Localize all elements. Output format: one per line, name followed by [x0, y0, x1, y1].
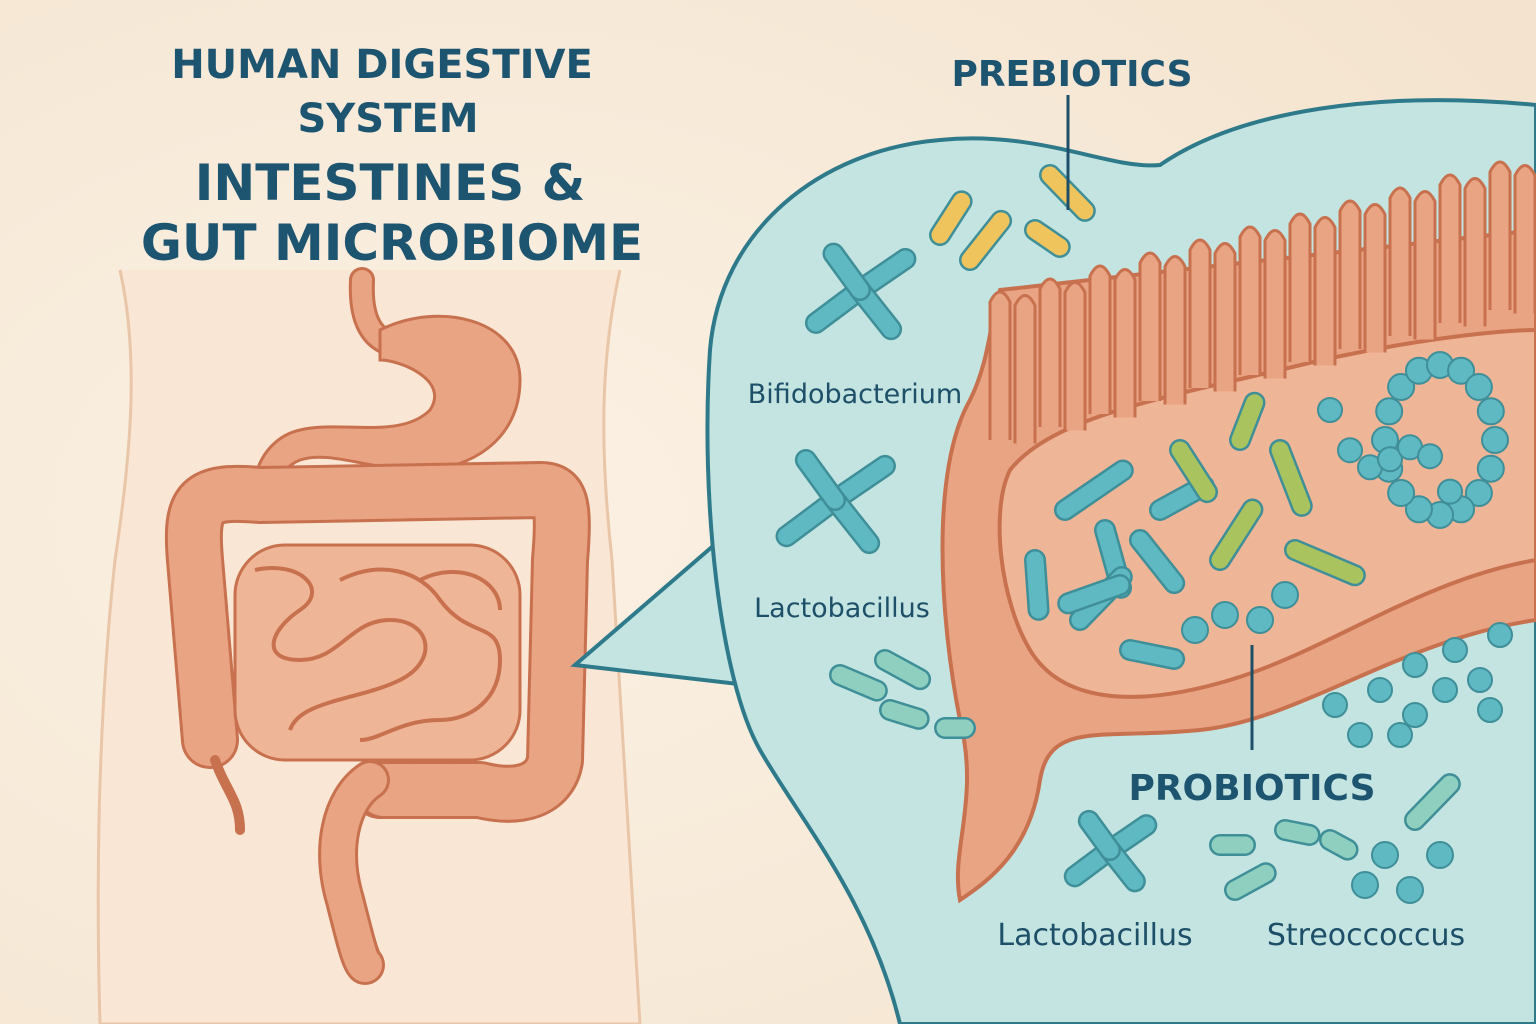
villus [1438, 173, 1462, 323]
coccus-bacterium [1442, 637, 1468, 663]
coccus-bacterium [1487, 622, 1513, 648]
coccus-bacterium [1337, 437, 1363, 464]
rod-bacterium [931, 192, 971, 244]
coccus-bacterium [1426, 841, 1454, 869]
villus [1163, 255, 1187, 405]
title-line-2: SYSTEM [298, 96, 479, 142]
villus [1063, 281, 1087, 431]
coccus-bacterium [1377, 446, 1403, 473]
rod-bacterium [1121, 641, 1183, 668]
villus [1188, 238, 1212, 388]
rod-bacterium [1231, 394, 1263, 449]
coccus-bacterium [1387, 479, 1416, 508]
coccus-bacterium [1181, 616, 1209, 644]
rod-bacterium [797, 451, 844, 509]
title-line-1: HUMAN DIGESTIVE [171, 42, 593, 88]
small-intestine-coils [254, 566, 503, 742]
streptococcus-label: Streoccoccus [1267, 918, 1465, 953]
coccus-bacterium [1477, 697, 1503, 723]
villus [988, 290, 1012, 440]
villus [1213, 242, 1237, 392]
coccus-bacterium [1371, 841, 1399, 869]
coccus-bacterium [1476, 454, 1505, 483]
rectum-fill [321, 763, 387, 982]
villi [988, 160, 1536, 444]
villus [1263, 229, 1287, 379]
bacteria-group [775, 164, 1513, 904]
coccus-bacterium [1402, 652, 1428, 678]
coccus-bacterium [1464, 372, 1493, 401]
rod-bacterium [831, 666, 886, 700]
rod-bacterium [1059, 576, 1129, 612]
villus [1463, 177, 1487, 327]
coccus-bacterium [1447, 356, 1476, 385]
coccus-bacterium [1367, 677, 1393, 703]
coccus-bacterium [1464, 479, 1493, 508]
rod-bacterium [876, 651, 929, 688]
villus [1338, 199, 1362, 349]
coccus-bacterium [1317, 397, 1343, 423]
rod-bacterium [1271, 441, 1311, 515]
rod-bacterium [1211, 501, 1261, 569]
coccus-bacterium [1396, 876, 1424, 904]
title-line-4: GUT MICROBIOME [141, 214, 643, 272]
coccus-bacterium [1347, 722, 1373, 748]
probiotics-label: PROBIOTICS [1128, 768, 1375, 809]
rod-bacterium [1026, 221, 1069, 256]
rod-bacterium [1406, 775, 1459, 829]
coccus-bacterium [1437, 478, 1463, 505]
coccus-bacterium [1481, 426, 1509, 454]
coccus-bacterium [1375, 397, 1404, 426]
coccus-bacterium [1322, 692, 1348, 718]
villus [1238, 225, 1262, 375]
large-intestine-fill [167, 464, 588, 820]
rod-bacterium [825, 245, 869, 299]
coccus-bacterium [1271, 581, 1299, 609]
coccus-bacterium [1246, 606, 1274, 634]
coccus-bacterium [1404, 495, 1433, 524]
rod-bacterium [1286, 541, 1364, 584]
coccus-bacterium [1387, 722, 1413, 748]
appendix [210, 755, 245, 835]
small-intestine [233, 543, 522, 762]
rod-bacterium [1226, 864, 1275, 899]
villus [1488, 160, 1512, 310]
villus [1313, 216, 1337, 366]
coccus-bacterium [1476, 397, 1505, 426]
villus [1288, 212, 1312, 362]
coccus-bacterium [1351, 871, 1379, 899]
rod-bacterium [1171, 441, 1216, 501]
prebiotics-label: PREBIOTICS [951, 54, 1192, 95]
lactobacillus-bubble-label: Lactobacillus [754, 593, 930, 624]
coccus-bacterium [1211, 601, 1239, 629]
rod-bacterium [961, 212, 1010, 269]
rod-bacterium [1321, 831, 1357, 859]
rod-bacterium [881, 701, 928, 728]
coccus-bacterium [1417, 443, 1443, 470]
villus [1363, 203, 1387, 353]
title-line-3: INTESTINES & [195, 154, 585, 212]
coccus-bacterium [1432, 677, 1458, 703]
lactobacillus-bottom-label: Lactobacillus [997, 918, 1192, 953]
coccus-bacterium [1467, 667, 1493, 693]
rod-bacterium [1026, 551, 1048, 619]
rod-bacterium [1080, 812, 1119, 859]
villus [1413, 190, 1437, 340]
villus [1388, 186, 1412, 336]
rod-bacterium [1131, 531, 1183, 592]
villus [1088, 264, 1112, 414]
coccus-bacterium [1402, 702, 1428, 728]
villus [1513, 164, 1536, 314]
villus [1038, 277, 1062, 427]
coccus-bacterium [1387, 372, 1416, 401]
villus [1013, 294, 1037, 444]
bifidobacterium-label: Bifidobacterium [748, 379, 962, 410]
villus [1113, 268, 1137, 418]
rod-bacterium [1276, 821, 1319, 844]
rod-bacterium [1056, 461, 1132, 519]
villus [1138, 251, 1162, 401]
